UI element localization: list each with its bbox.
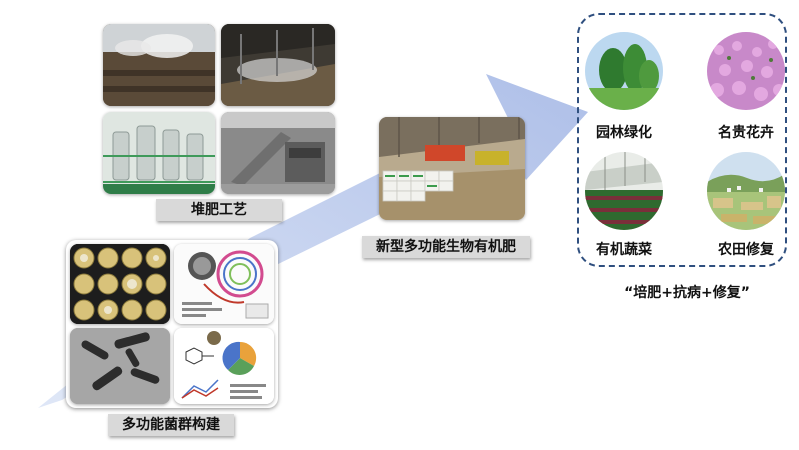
petri-dish-photo — [70, 244, 170, 324]
fermentation-tanks-photo — [103, 112, 215, 194]
fertilizer-label: 新型多功能生物有机肥 — [362, 236, 530, 258]
application-label-flowers: 名贵花卉 — [718, 125, 774, 141]
microscope-bacteria-photo — [70, 328, 170, 404]
rare-flowers-photo — [707, 32, 785, 110]
applications-caption: “培肥+抗病+修复” — [624, 285, 750, 301]
compost-hall-photo — [221, 24, 335, 106]
application-label-vegetables: 有机蔬菜 — [596, 242, 652, 258]
metabolite-pathway-figure — [174, 328, 274, 404]
fertilizer-warehouse-photo — [379, 117, 525, 220]
consortium-label: 多功能菌群构建 — [108, 414, 234, 436]
applications-panel — [577, 13, 787, 267]
application-label-farmland: 农田修复 — [718, 242, 774, 258]
farmland-remediation-photo — [707, 152, 785, 230]
landscape-greening-photo — [585, 32, 663, 110]
compost-machinery-photo — [221, 112, 335, 194]
consortium-image-grid — [66, 240, 278, 408]
composting-label: 堆肥工艺 — [156, 199, 282, 221]
compost-yard-photo — [103, 24, 215, 106]
application-label-landscape: 园林绿化 — [596, 125, 652, 141]
organic-vegetables-photo — [585, 152, 663, 230]
genome-map-figure — [174, 244, 274, 324]
